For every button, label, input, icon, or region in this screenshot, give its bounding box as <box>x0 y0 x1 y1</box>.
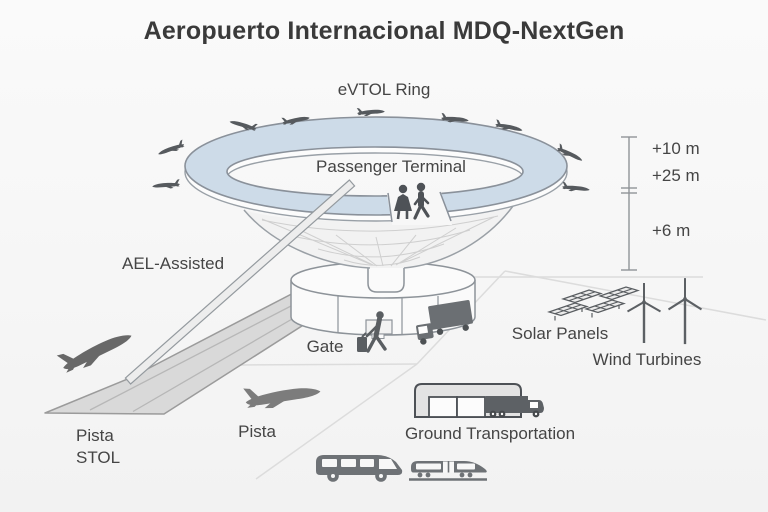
label-solar-panels: Solar Panels <box>511 324 609 343</box>
wind-turbine-icon <box>667 276 703 346</box>
man-icon <box>413 182 430 220</box>
tram-icon <box>409 461 487 481</box>
bus-icon <box>316 455 403 482</box>
label-pista-stol: Pista STOL <box>76 425 120 469</box>
ael-rail <box>124 179 356 385</box>
label-ground-transportation: Ground Transportation <box>404 424 576 443</box>
label-pista-stol-line2: STOL <box>76 448 121 467</box>
airplane-icon <box>243 379 322 412</box>
evtol-aircraft-icon <box>156 139 186 158</box>
stol-airplane-icon <box>56 324 136 377</box>
label-pista: Pista <box>238 422 276 441</box>
label-passenger-terminal: Passenger Terminal <box>316 157 466 176</box>
page-title: Aeropuerto Internacional MDQ-NextGen <box>143 17 625 45</box>
measurement-ring-offset: +10 m <box>652 139 700 158</box>
height-scale <box>621 136 637 271</box>
evtol-aircraft-icon <box>151 179 181 191</box>
walking-passenger-icon <box>357 311 387 353</box>
label-evtol-ring: eVTOL Ring <box>337 80 431 99</box>
label-wind-turbines: Wind Turbines <box>592 350 702 369</box>
evtol-ring-deck <box>184 116 568 225</box>
measurement-base-height: +6 m <box>652 221 691 240</box>
passenger-icons <box>394 182 430 220</box>
label-ael-assisted: AEL-Assisted <box>121 254 225 273</box>
solar-panels-icon <box>548 286 639 321</box>
measurement-terminal-height: +25 m <box>652 166 700 185</box>
label-pista-stol-line1: Pista <box>76 426 114 445</box>
woman-icon <box>394 184 412 220</box>
cargo-truck-icon <box>486 396 544 418</box>
label-gate: Gate <box>306 337 344 356</box>
evtol-aircraft-icon <box>561 181 591 194</box>
evtol-aircraft-icon <box>356 107 385 117</box>
gate-truck-icon <box>416 299 473 345</box>
